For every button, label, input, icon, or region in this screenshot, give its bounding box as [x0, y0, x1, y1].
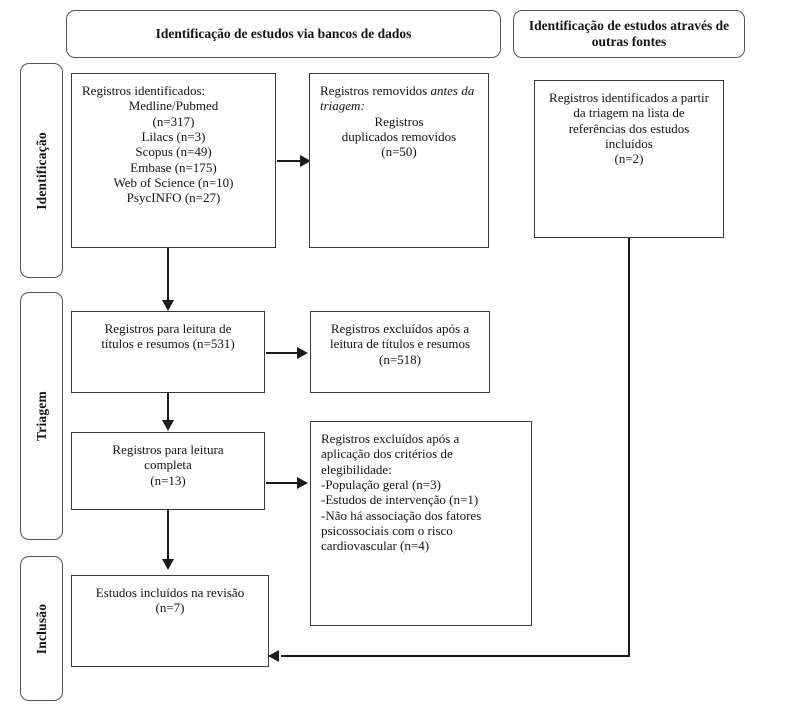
box-removed-before-screening: Registros removidos antes da triagem: Re… [309, 73, 489, 248]
connector-other-sources-vertical [628, 238, 630, 656]
records-excluded-line: Registros excluídos após a [330, 321, 470, 336]
removed-lead-text: Registros removidos [320, 83, 431, 98]
box-records-screened: Registros para leitura de títulos e resu… [71, 311, 265, 393]
full-text-assessed-line: completa [144, 457, 192, 473]
records-screened-line: títulos e resumos (n=531) [101, 336, 235, 352]
header-databases-label: Identificação de estudos via bancos de d… [155, 26, 412, 42]
identified-records-line: PsycINFO (n=27) [126, 190, 221, 206]
full-text-excluded-line: -Não há associação dos fatores [321, 507, 482, 523]
full-text-excluded-line: -População geral (n=3) [321, 476, 441, 492]
other-sources-line: incluídos [605, 135, 653, 151]
arrowhead-other-sources-to-included [268, 650, 279, 662]
connector-screened-to-excluded [266, 352, 298, 354]
full-text-assessed-line: (n=13) [150, 472, 186, 488]
full-text-excluded-line: elegibilidade: [321, 461, 392, 477]
full-text-excluded-line: -Estudos de intervenção (n=1) [321, 492, 479, 508]
records-screened-line: Registros para leitura de [104, 321, 232, 336]
connector-identified-to-screened [167, 248, 169, 304]
removed-line: (n=50) [381, 144, 417, 160]
identified-records-line: (n=317) [152, 113, 195, 129]
header-other-sources-label: Identificação de estudos através de outr… [528, 18, 730, 49]
other-sources-line: (n=2) [614, 151, 644, 167]
stage-label-inclusion: Inclusão [33, 603, 49, 654]
studies-included-line: (n=7) [155, 600, 185, 616]
identified-records-line: Lilacs (n=3) [141, 128, 206, 144]
header-databases: Identificação de estudos via bancos de d… [66, 10, 501, 58]
arrowhead-screened-to-fulltext [162, 420, 174, 431]
arrowhead-identified-to-screened [162, 300, 174, 311]
removed-line: Registros [374, 113, 424, 129]
connector-identified-to-removed [277, 160, 302, 162]
connector-screened-to-fulltext [167, 393, 169, 424]
full-text-assessed-line: Registros para leitura [112, 442, 224, 457]
full-text-excluded-line: psicossociais com o risco [321, 522, 453, 538]
removed-line: duplicados removidos [341, 128, 457, 144]
stage-rail-screening: Triagem [20, 292, 63, 540]
removed-lead-italic: antes da triagem: [320, 83, 475, 114]
stage-rail-inclusion: Inclusão [20, 556, 63, 701]
stage-label-identification: Identificação [33, 131, 49, 210]
arrowhead-fulltext-to-excluded [297, 477, 308, 489]
connector-fulltext-to-included [167, 510, 169, 563]
arrowhead-identified-to-removed [300, 155, 311, 167]
other-sources-line: Registros identificados a partir [549, 90, 709, 105]
connector-other-sources-horizontal [281, 655, 630, 657]
stage-label-screening: Triagem [33, 391, 49, 441]
full-text-excluded-line: Registros excluídos após a [321, 431, 460, 446]
full-text-excluded-line: aplicação dos critérios de [321, 446, 453, 462]
box-full-text-excluded: Registros excluídos após a aplicação dos… [310, 421, 532, 626]
studies-included-line: Estudos incluídos na revisão [95, 585, 245, 600]
box-records-excluded-screening: Registros excluídos após a leitura de tí… [310, 311, 490, 393]
identified-records-line: Scopus (n=49) [135, 144, 212, 160]
box-full-text-assessed: Registros para leitura completa (n=13) [71, 432, 265, 510]
records-excluded-line: (n=518) [379, 351, 421, 367]
identified-records-line: Medline/Pubmed [128, 98, 219, 114]
box-identified-records: Registros identificados: Medline/Pubmed … [71, 73, 276, 248]
removed-before-screening-lead: Registros removidos antes da triagem: [320, 83, 478, 114]
stage-rail-identification: Identificação [20, 63, 63, 278]
full-text-excluded-line: cardiovascular (n=4) [321, 538, 430, 554]
connector-fulltext-to-excluded [266, 482, 298, 484]
identified-records-line: Web of Science (n=10) [113, 174, 234, 190]
other-sources-line: referências dos estudos [568, 120, 690, 136]
arrowhead-fulltext-to-included [162, 559, 174, 570]
identified-records-line: Embase (n=175) [130, 159, 217, 175]
other-sources-line: da triagem na lista de [573, 105, 685, 121]
records-excluded-line: leitura de títulos e resumos [329, 336, 471, 352]
identified-records-title: Registros identificados: [82, 83, 206, 98]
box-other-sources-records: Registros identificados a partir da tria… [534, 80, 724, 238]
box-studies-included: Estudos incluídos na revisão (n=7) [71, 575, 269, 667]
arrowhead-screened-to-excluded [297, 347, 308, 359]
header-other-sources: Identificação de estudos através de outr… [513, 10, 745, 58]
